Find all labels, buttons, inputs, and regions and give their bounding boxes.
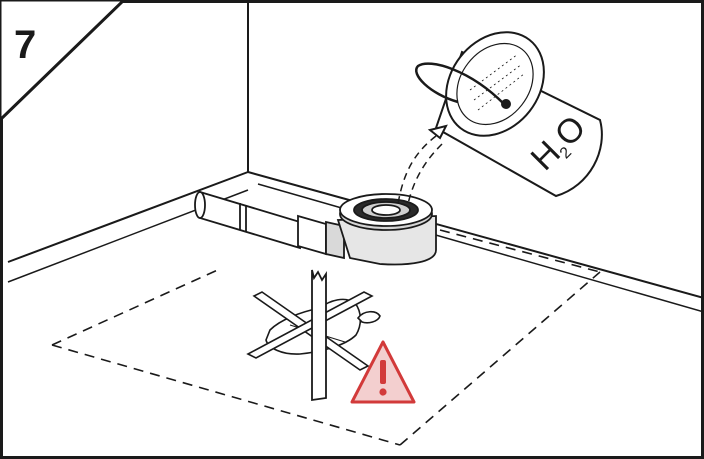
floor-wall-edge-left xyxy=(7,171,249,263)
step-corner-badge: 7 xyxy=(0,0,127,123)
water-bucket-icon xyxy=(415,31,603,198)
step-number: 7 xyxy=(14,23,36,67)
room-geometry xyxy=(7,0,704,313)
pipe-column xyxy=(311,269,327,402)
floor-wall-edge-right xyxy=(247,171,704,299)
shower-drain-trap-icon xyxy=(194,190,437,266)
water-stream xyxy=(397,135,443,205)
shower-tray-outline xyxy=(51,229,601,446)
warning-triangle-icon xyxy=(350,340,416,404)
floor-edge-right-inner xyxy=(257,183,704,313)
